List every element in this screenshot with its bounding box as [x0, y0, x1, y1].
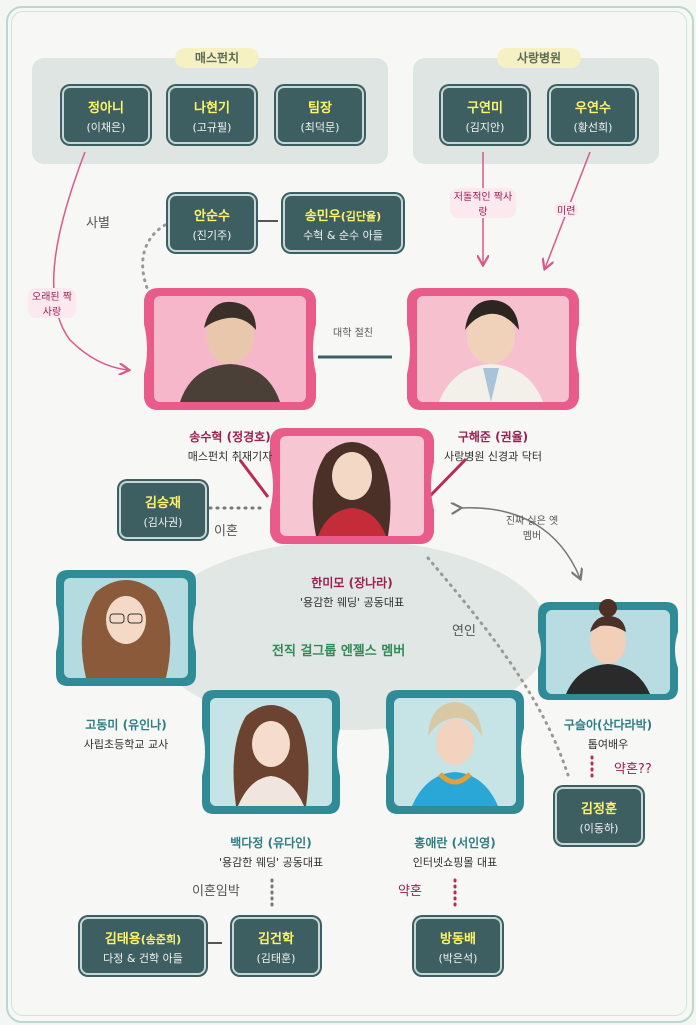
line-old-member: [460, 508, 580, 578]
box-kim-seungjae: 김승재 (김사권): [119, 481, 207, 539]
box-name: 김정훈: [581, 802, 617, 817]
line-suhyuk-mimo: [238, 459, 270, 498]
annotation-breakup: 사별: [86, 216, 110, 231]
caption-gu-haejun: 구해준 (권율) 사랑병원 신경과 닥터: [403, 428, 583, 464]
annotation-divorce: 이혼: [214, 524, 238, 539]
annotation-fiance: 미련: [554, 202, 579, 217]
portrait-gu-haejun: [407, 288, 579, 410]
annotation-college-friends: 대학 절친: [330, 324, 376, 339]
person-name: 구슬아(산다라박): [563, 718, 653, 732]
box-name: 방동배: [440, 932, 476, 947]
box-team-lead: 팀장 (최덕문): [276, 86, 364, 144]
annotation-one-sided: 저돌적인 짝사랑: [450, 188, 516, 218]
box-name: 구연미: [467, 101, 503, 116]
box-actor: (황선희): [573, 121, 613, 134]
box-song-minwoo: 송민우(김단율) 수혁 & 순수 아들: [283, 194, 403, 252]
portrait-song-suhyuk: [144, 288, 316, 410]
box-actor: 다정 & 건학 아들: [103, 952, 183, 965]
portrait-gu-seula: [538, 599, 678, 700]
annotation-old-member-text: 진짜 싫은 옛 멤버: [505, 516, 559, 542]
box-woo-yeonsu: 우연수 (황선희): [549, 86, 637, 144]
person-name: 백다정 (유다인): [230, 836, 312, 850]
portrait-han-mimo: [270, 428, 434, 544]
person-role: 사립초등학교 교사: [83, 738, 169, 751]
box-name-main: 김태용: [104, 932, 141, 947]
annotation-lovers: 연인: [452, 624, 476, 639]
person-role: 톱여배우: [587, 738, 629, 751]
box-jung-ani: 정아니 (이채은): [62, 86, 150, 144]
person-role: '용감한 웨딩' 공동대표: [299, 596, 405, 609]
box-kim-geonhak: 김건학 (김태훈): [232, 917, 320, 975]
annotation-engaged-q: 약혼??: [614, 762, 652, 777]
box-name-extra: (송준희): [140, 933, 182, 946]
caption-gu-seula: 구슬아(산다라박) 톱여배우: [530, 716, 686, 752]
box-actor: (고규필): [192, 121, 232, 134]
inner-frame: [11, 11, 687, 1016]
box-bang-dongbae: 방동배 (박은석): [414, 917, 502, 975]
box-kim-jeonghun: 김정훈 (이동하): [555, 787, 643, 845]
box-na-hyungi: 나현기 (고규필): [168, 86, 256, 144]
box-name: 팀장: [308, 101, 332, 116]
box-name: 송민우(김단율): [285, 205, 401, 224]
line-haejun-mimo: [428, 457, 468, 498]
line-long-crush: [52, 151, 128, 370]
box-gu-yeonmi: 구연미 (김지안): [441, 86, 529, 144]
group-title-sarang-hospital: 사랑병원: [497, 48, 581, 68]
annotation-old-member: 진짜 싫은 옛 멤버: [500, 512, 564, 542]
box-name: 김태용(송준희): [82, 928, 204, 947]
person-role: 매스펀치 취재기자: [187, 450, 273, 463]
annotation-long-crush: 오래된 짝사랑: [28, 288, 76, 318]
caption-han-mimo: 한미모 (장나라) '용감한 웨딩' 공동대표: [260, 574, 444, 610]
person-name: 고동미 (유인나): [85, 718, 167, 732]
caption-go-dongmi: 고동미 (유인나) 사립초등학교 교사: [50, 716, 202, 752]
box-actor: (진기주): [192, 229, 232, 242]
box-actor: (김지안): [465, 121, 505, 134]
box-actor: (김사권): [143, 516, 183, 529]
box-name: 우연수: [575, 101, 611, 116]
caption-baek-dajeong: 백다정 (유다인) '용감한 웨딩' 공동대표: [186, 834, 356, 870]
person-role: 사랑병원 신경과 닥터: [443, 450, 543, 463]
person-name: 한미모 (장나라): [311, 576, 393, 590]
portrait-baek-dajeong: [202, 690, 340, 814]
person-name: 홍애란 (서인영): [414, 836, 496, 850]
box-name: 나현기: [194, 101, 230, 116]
box-name-main: 송민우: [304, 209, 341, 224]
box-actor: (이동하): [579, 822, 619, 835]
box-actor: 수혁 & 순수 아들: [303, 229, 383, 242]
person-name: 송수혁 (정경호): [189, 430, 271, 444]
caption-hong-aeran: 홍애란 (서인영) 인터넷쇼핑몰 대표: [370, 834, 540, 870]
annotation-college-friends-text: 대학 절친: [333, 328, 373, 339]
group-title-mass-punch: 매스펀치: [175, 48, 259, 68]
person-role: '용감한 웨딩' 공동대표: [218, 856, 324, 869]
box-actor: (최덕문): [300, 121, 340, 134]
annotation-engaged: 약혼: [398, 884, 422, 899]
annotation-one-sided-text: 저돌적인 짝사랑: [453, 192, 513, 218]
portrait-go-dongmi: [56, 570, 196, 686]
box-actor: (김태훈): [256, 952, 296, 965]
annotation-divorce-imminent: 이혼임박: [192, 884, 240, 899]
box-name-extra: (김단율): [340, 210, 382, 223]
box-actor: (이채은): [86, 121, 126, 134]
caption-song-suhyuk: 송수혁 (정경호) 매스펀치 취재기자: [140, 428, 320, 464]
box-name: 김승재: [145, 496, 181, 511]
annotation-ex-member: 전직 걸그룹 엔젤스 멤버: [272, 644, 406, 659]
box-name: 안순수: [194, 209, 230, 224]
box-actor: (박은석): [438, 952, 478, 965]
box-name: 정아니: [88, 101, 124, 116]
box-kim-taeyong: 김태용(송준희) 다정 & 건학 아들: [80, 917, 206, 975]
person-role: 인터넷쇼핑몰 대표: [412, 856, 498, 869]
portrait-hong-aeran: [386, 690, 524, 814]
line-lovers: [426, 556, 570, 777]
box-name: 김건학: [258, 932, 294, 947]
box-an-sunsu: 안순수 (진기주): [168, 194, 256, 252]
person-name: 구해준 (권율): [457, 430, 529, 444]
annotation-long-crush-text: 오래된 짝사랑: [32, 292, 72, 318]
